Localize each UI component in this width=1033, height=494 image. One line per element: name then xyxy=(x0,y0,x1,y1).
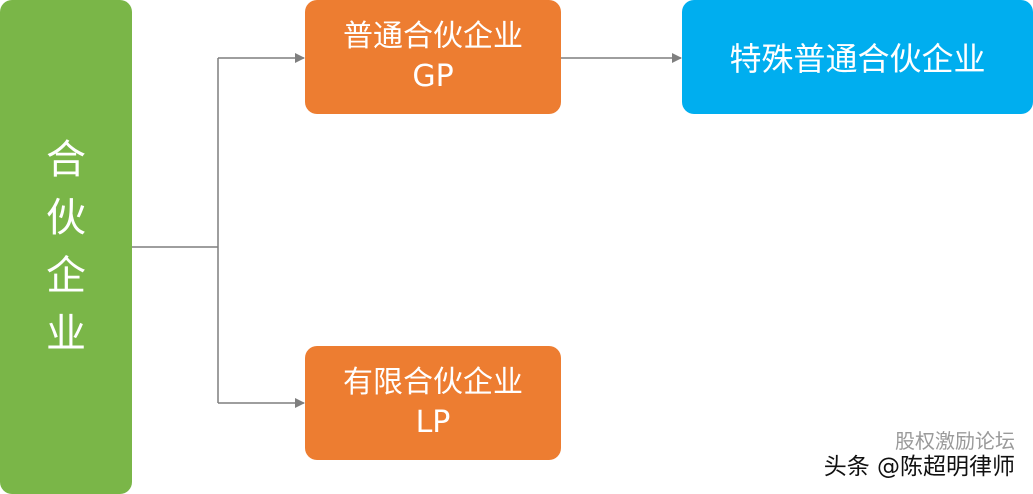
node-limited-partnership: 有限合伙企业 LP xyxy=(305,346,561,460)
root-node-label-char: 业 xyxy=(46,311,86,357)
watermark-forum: 股权激励论坛 xyxy=(895,429,1015,453)
gp-node-title: 普通合伙企业 xyxy=(343,19,523,54)
root-node-label-char: 合 xyxy=(46,137,86,183)
node-special-general-partnership: 特殊普通合伙企业 xyxy=(682,0,1033,114)
root-node-label-char: 伙 xyxy=(46,195,86,241)
root-node-label-char: 企 xyxy=(46,253,86,299)
lp-node-abbr: LP xyxy=(415,405,451,440)
root-node-partnership: 合伙企业 xyxy=(0,0,132,494)
node-general-partnership: 普通合伙企业 GP xyxy=(305,0,561,114)
lp-node-title: 有限合伙企业 xyxy=(343,365,523,400)
watermark-byline: 头条 @陈超明律师 xyxy=(823,454,1015,480)
watermark: 股权激励论坛 头条 @陈超明律师 xyxy=(824,428,1015,480)
special-node-title: 特殊普通合伙企业 xyxy=(729,40,986,78)
gp-node-abbr: GP xyxy=(412,59,454,94)
